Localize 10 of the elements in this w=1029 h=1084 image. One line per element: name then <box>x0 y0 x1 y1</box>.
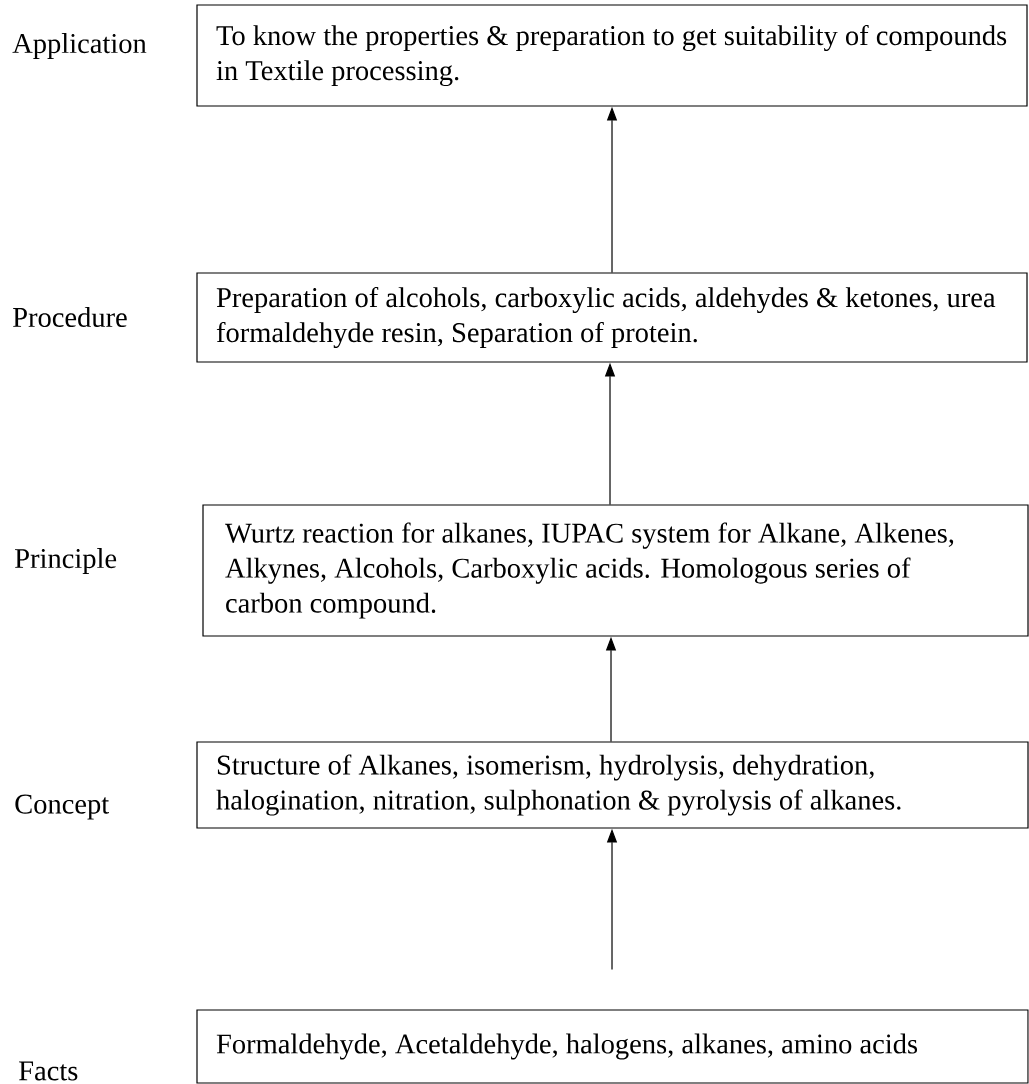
text-box: Formaldehyde, Acetaldehyde, halogens, alkanes, amino acids <box>196 1009 1029 1084</box>
level-label: Procedure <box>13 307 127 328</box>
text-box: Preparation of alcohols, carboxylic acids, aldehydes & ketones, urea formaldehyde resin, Separation of protein. <box>196 272 1028 363</box>
text-box: Wurtz reaction for alkanes, IUPAC system for Alkane, Alkenes, Alkynes, Alcohols, Carboxylic acids. Homologous series of carbon compound. <box>202 504 1029 637</box>
level-label: Principle <box>15 548 117 574</box>
level-label: Facts <box>19 1061 78 1081</box>
text-box: Structure of Alkanes, isomerism, hydrolysis, dehydration, halogination, nitration, sulphonation & pyrolysis of alkanes. <box>196 741 1029 829</box>
level-label: Concept <box>15 794 109 820</box>
level-label: Application <box>12 33 147 59</box>
text-box: To know the properties & preparation to get suitability of compounds in Textile processing. <box>196 4 1028 107</box>
